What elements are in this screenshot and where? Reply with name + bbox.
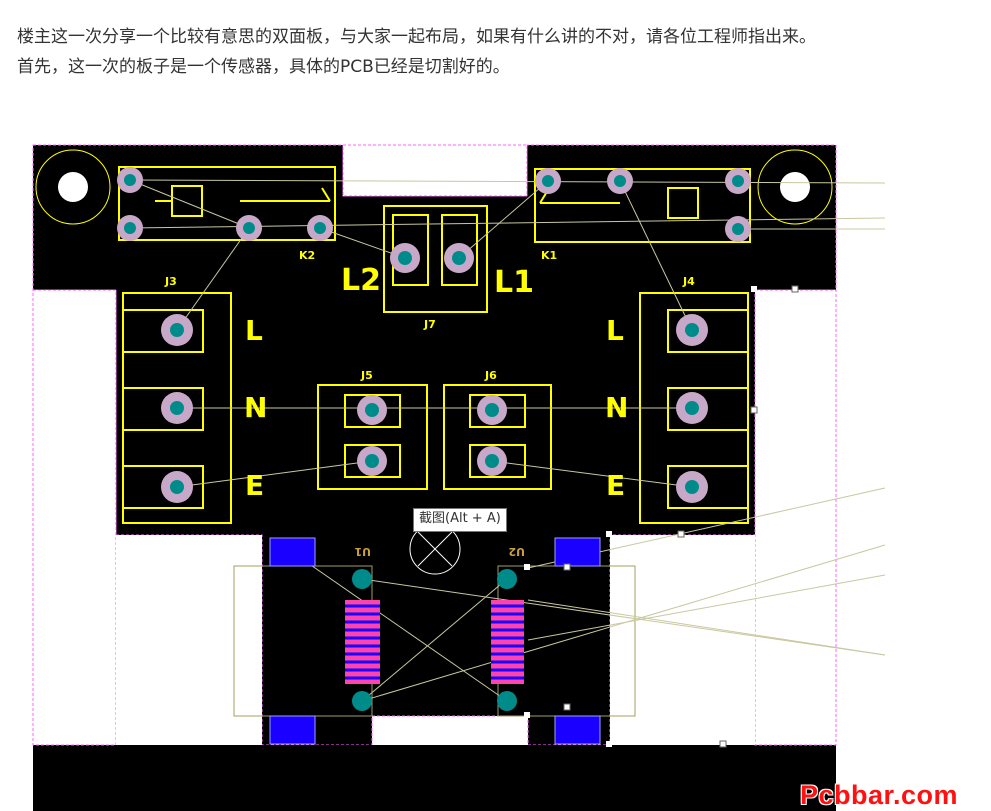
label-j3: J3 xyxy=(164,275,177,288)
screenshot-tooltip: 截图(Alt + A) xyxy=(413,508,507,532)
label-k2: K2 xyxy=(299,249,315,262)
selection-handles[interactable] xyxy=(524,286,757,747)
label-l2: L2 xyxy=(341,263,381,298)
silkscreen xyxy=(118,166,751,524)
mounting-holes xyxy=(35,149,833,225)
label-u2: U2 xyxy=(508,545,525,558)
watermark-logo: Pcbbar.com xyxy=(800,780,959,810)
label-j4: J4 xyxy=(682,275,695,288)
label-j6: J6 xyxy=(484,369,497,382)
label-k1: K1 xyxy=(541,249,557,262)
label-u1: U1 xyxy=(354,545,371,558)
board-outline xyxy=(32,144,837,811)
terminal-label-left-l: L xyxy=(245,314,263,347)
post-line-2: 首先，这一次的板子是一个传感器，具体的PCB已经是切割好的。 xyxy=(17,57,510,77)
through-hole-pads[interactable] xyxy=(117,167,751,711)
smd-pads[interactable] xyxy=(269,537,601,745)
selection-handles-outline[interactable] xyxy=(563,285,799,748)
label-j7: J7 xyxy=(423,318,436,331)
label-j5: J5 xyxy=(360,369,373,382)
terminal-label-left-e: E xyxy=(245,469,264,502)
post-line-1: 楼主这一次分享一个比较有意思的双面板，与大家一起布局，如果有什么讲的不对，请各位… xyxy=(17,27,816,47)
post-text: 楼主这一次分享一个比较有意思的双面板，与大家一起布局，如果有什么讲的不对，请各位… xyxy=(17,22,977,82)
terminal-label-left-n: N xyxy=(244,391,267,424)
label-l1: L1 xyxy=(494,265,534,300)
terminal-label-right-l: L xyxy=(606,314,624,347)
terminal-label-right-e: E xyxy=(606,469,625,502)
terminal-label-right-n: N xyxy=(605,391,628,424)
